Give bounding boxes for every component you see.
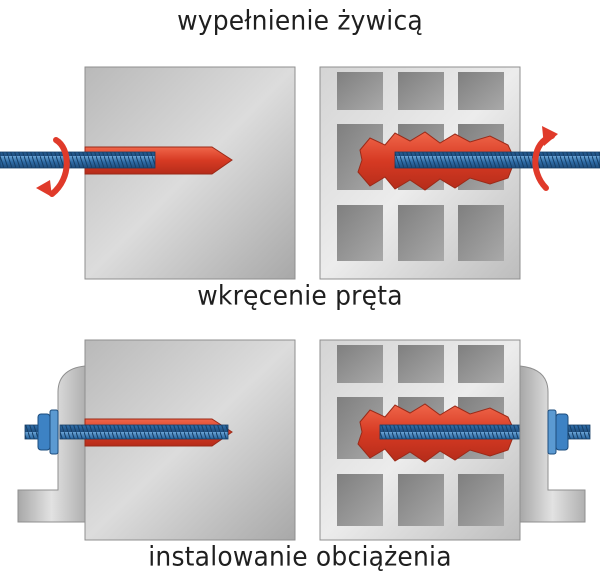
caption-rod-screw-in: wkręcenie pręta xyxy=(197,279,403,312)
threaded-rod-row1-right xyxy=(394,151,600,169)
hollow-block-row2 xyxy=(319,339,551,541)
threaded-rod-row2-left xyxy=(59,424,229,440)
solid-block-row2 xyxy=(59,339,296,541)
hollow-block-row1 xyxy=(319,66,521,280)
nut-washer-right xyxy=(547,409,591,455)
rotation-arrow-icon xyxy=(532,126,558,191)
solid-block-row1 xyxy=(84,66,296,280)
caption-load-install: instalowanie obciążenia xyxy=(148,540,452,573)
caption-resin-fill: wypełnienie żywicą xyxy=(177,4,423,37)
rotation-arrow-icon xyxy=(36,137,70,197)
nut-washer-left xyxy=(24,409,59,455)
mounting-bracket-right xyxy=(519,365,586,523)
threaded-rod-row1-left xyxy=(0,151,156,169)
